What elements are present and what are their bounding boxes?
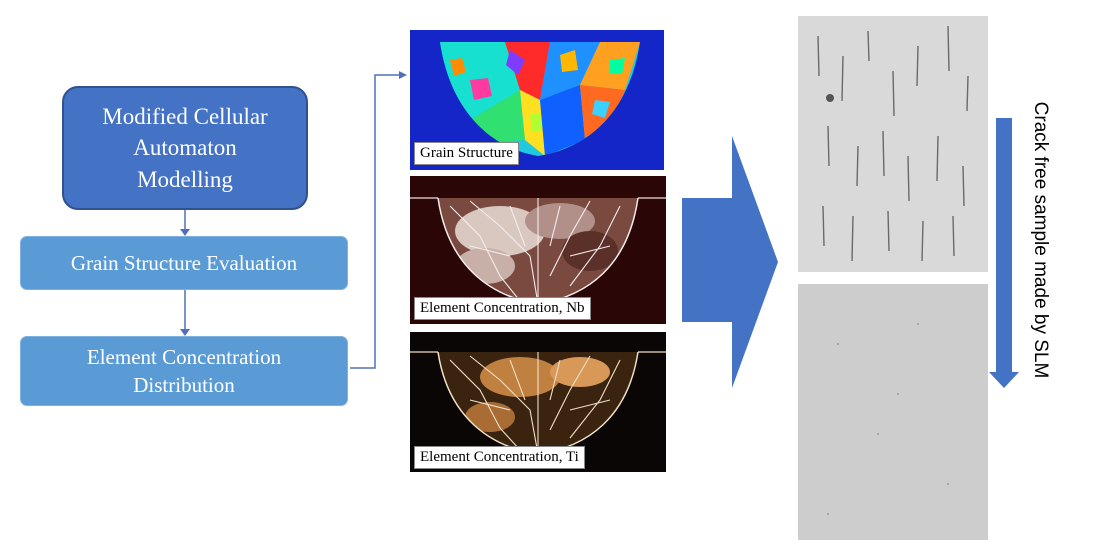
ti-concentration-label: Element Concentration, Ti	[414, 446, 585, 469]
element-distribution-label: Element Concentration Distribution	[86, 344, 282, 397]
grain-structure-panel: Grain Structure	[410, 30, 664, 170]
nb-concentration-panel: Element Concentration, Nb	[410, 176, 666, 324]
big-right-arrow	[682, 136, 778, 388]
modelling-box: Modified Cellular Automaton Modelling	[62, 86, 308, 210]
grain-evaluation-label: Grain Structure Evaluation	[70, 250, 298, 275]
micrograph-bottom-surface	[827, 323, 949, 515]
element-distribution-box: Element Concentration Distribution	[20, 336, 348, 406]
element-to-panels-connector	[350, 71, 407, 369]
main-to-grain-arrow	[180, 210, 190, 236]
grain-evaluation-box: Grain Structure Evaluation	[20, 236, 348, 290]
ti-concentration-panel: Element Concentration, Ti	[410, 332, 666, 472]
grain-structure-label: Grain Structure	[414, 142, 519, 165]
nb-concentration-label: Element Concentration, Nb	[414, 297, 591, 320]
ti-concentration-image	[410, 351, 666, 455]
micrograph-bottom	[798, 284, 988, 540]
nb-concentration-image	[410, 197, 666, 305]
grain-structure-image	[440, 42, 640, 156]
grain-to-element-arrow	[180, 290, 190, 336]
micrograph-top	[798, 16, 988, 272]
down-arrow	[989, 118, 1019, 388]
micrograph-top-cracks	[817, 25, 969, 262]
modelling-box-label: Modified Cellular Automaton Modelling	[102, 104, 268, 192]
